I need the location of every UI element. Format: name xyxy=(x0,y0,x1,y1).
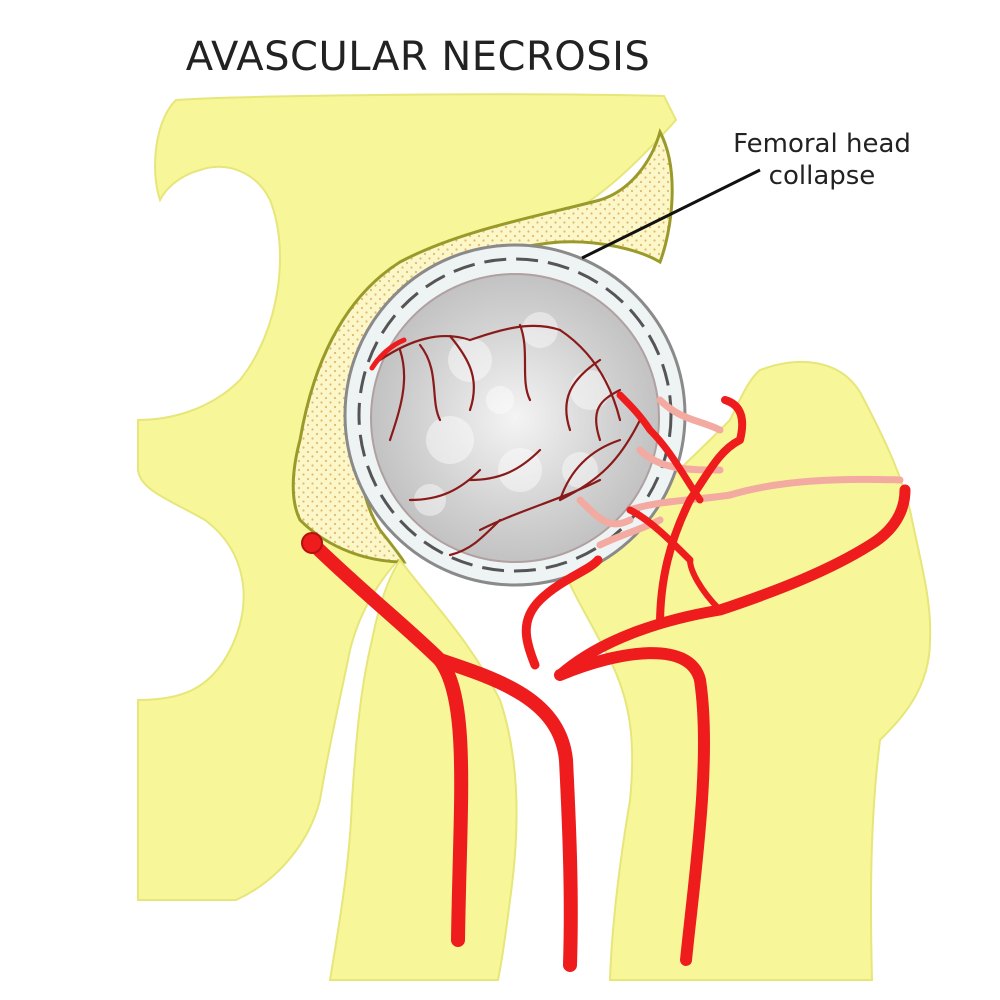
main-arteries xyxy=(305,337,911,972)
acetabulum-rim xyxy=(291,127,674,564)
descending-artery-right xyxy=(554,647,711,966)
lateral-circumflex-branch xyxy=(554,484,911,681)
ascending-branch-a xyxy=(521,555,603,670)
label-line-1: Femoral head xyxy=(733,129,911,159)
annotation-leader-line xyxy=(581,168,761,260)
ascending-branch-d xyxy=(626,506,694,564)
head-vessel-network xyxy=(378,323,642,557)
femoral-head xyxy=(370,273,660,563)
cartilage-dashed-ring xyxy=(357,257,673,573)
ascending-branch-e xyxy=(687,557,723,613)
femoral-head-collapse-label: Femoral head collapse xyxy=(712,128,932,192)
superior-small-artery xyxy=(369,337,407,371)
ascending-branch-c xyxy=(616,391,704,504)
label-line-2: collapse xyxy=(768,161,876,191)
ascending-branch-b xyxy=(656,396,747,629)
artery-cut-end xyxy=(301,532,323,554)
diagram-title: AVASCULAR NECROSIS xyxy=(185,34,651,80)
descending-artery-center xyxy=(433,653,578,972)
